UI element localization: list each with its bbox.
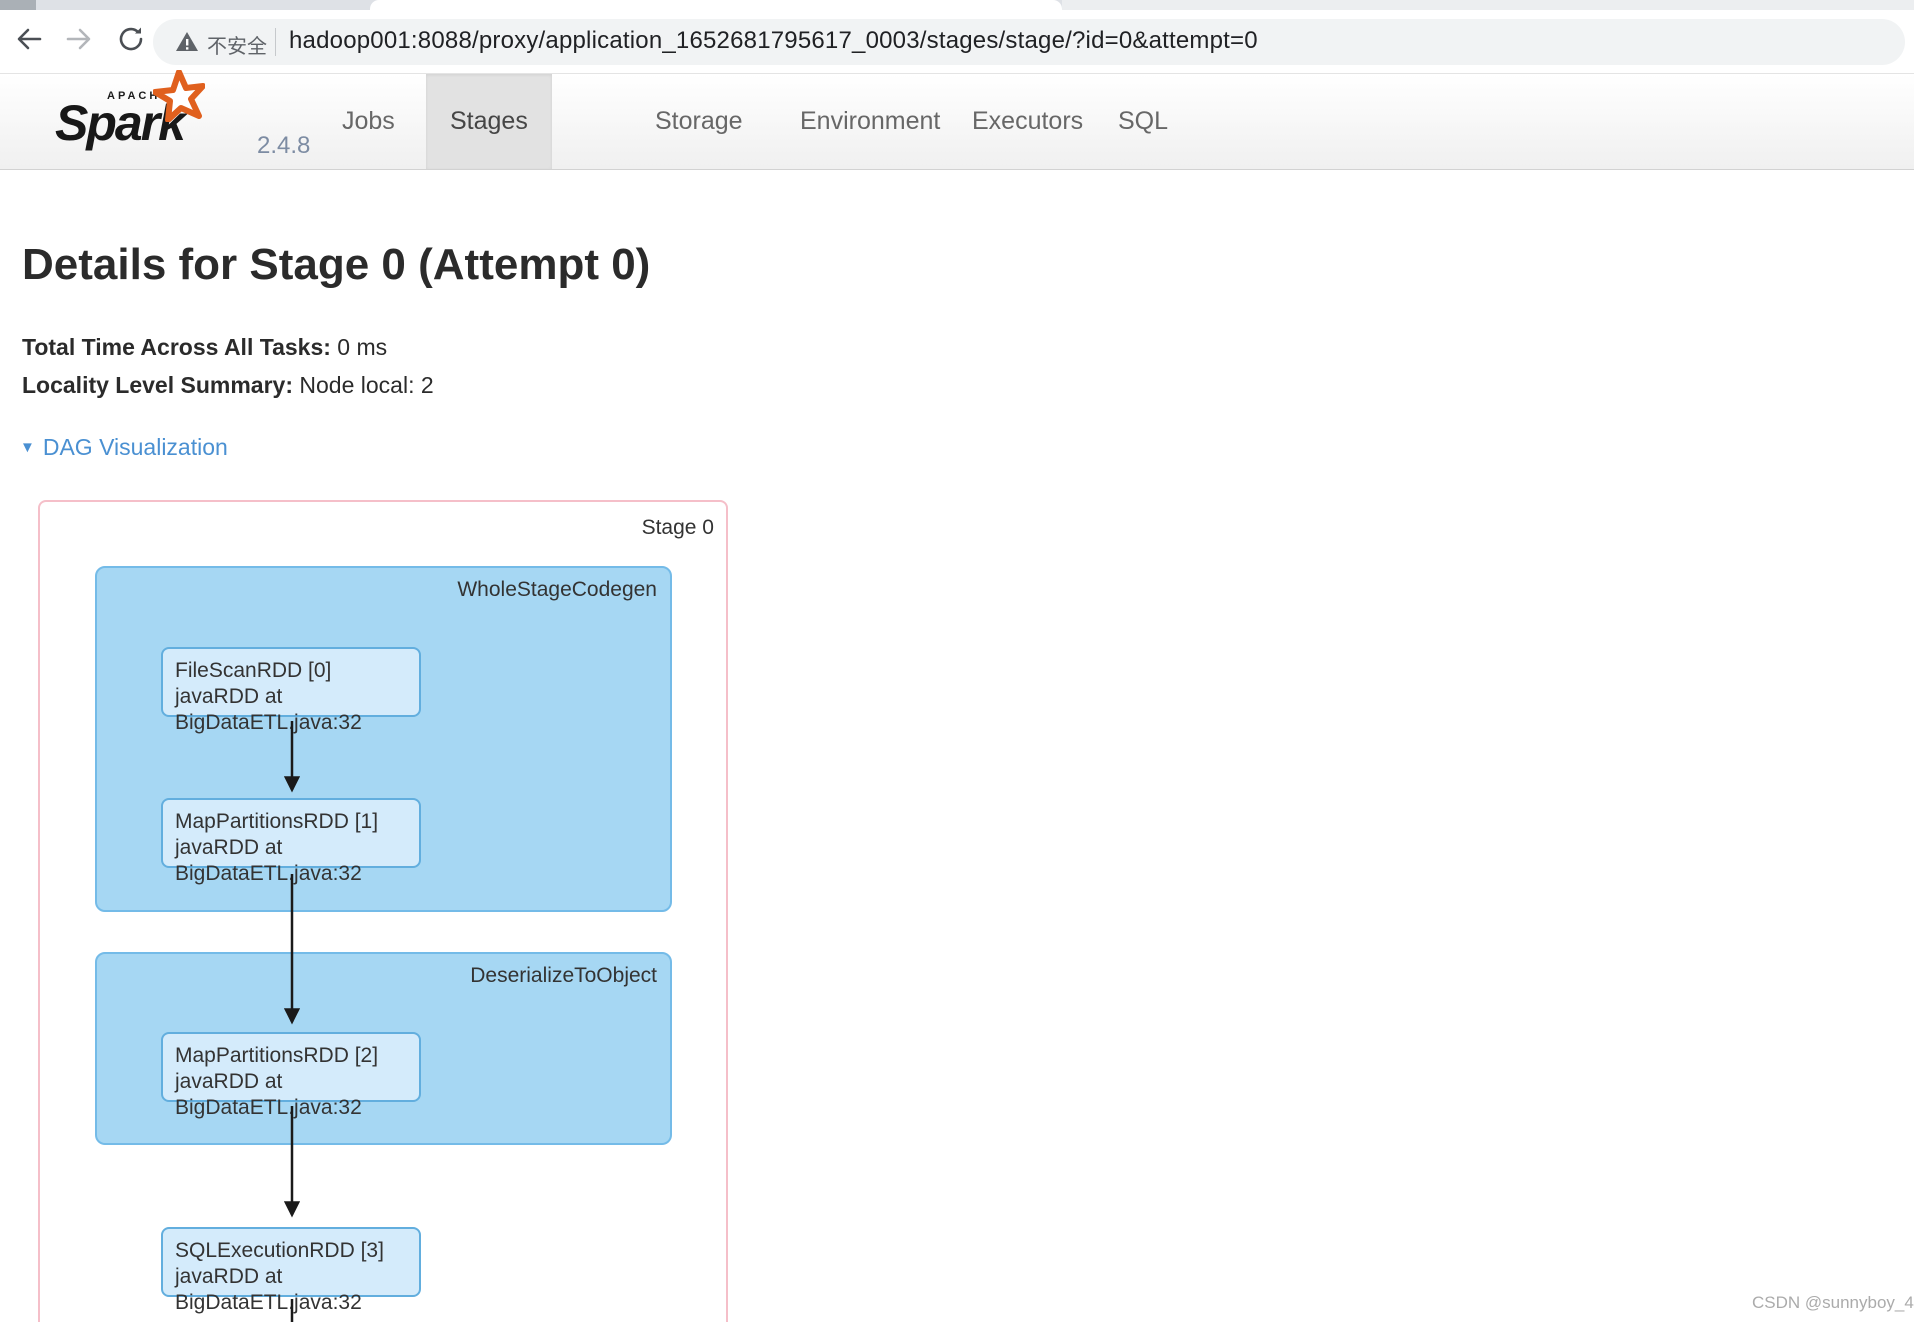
rdd-node-mappartitionsrdd-2[interactable]: MapPartitionsRDD [2] javaRDD at BigDataE… [161, 1032, 421, 1119]
rdd-node-filescanrdd-0[interactable]: FileScanRDD [0] javaRDD at BigDataETL.ja… [161, 647, 421, 734]
rdd-callsite: javaRDD at BigDataETL.java:32 [175, 685, 362, 734]
window-edge [0, 0, 36, 10]
security-warning-text[interactable]: 不安全 [207, 36, 267, 58]
rdd-node-sqlexecutionrdd-3[interactable]: SQLExecutionRDD [3] javaRDD at BigDataET… [161, 1227, 421, 1314]
forward-icon[interactable] [64, 24, 94, 54]
cluster-wholestagecodegen: WholeStageCodegen FileScanRDD [0] javaRD… [95, 566, 672, 912]
address-divider [275, 28, 276, 56]
back-icon[interactable] [14, 24, 44, 54]
page-title: Details for Stage 0 (Attempt 0) [22, 240, 651, 289]
browser-toolbar: 不安全 hadoop001:8088/proxy/application_165… [0, 10, 1914, 65]
rdd-node-mappartitionsrdd-1[interactable]: MapPartitionsRDD [1] javaRDD at BigDataE… [161, 798, 421, 885]
dag-visualization-toggle[interactable]: ▼ DAG Visualization [20, 434, 228, 461]
spark-wordmark: Spark [55, 95, 186, 151]
cluster-label: DeserializeToObject [470, 964, 657, 987]
locality-label: Locality Level Summary: [22, 372, 293, 398]
tab-sql[interactable]: SQL [1118, 107, 1169, 135]
tab-environment[interactable]: Environment [800, 107, 941, 135]
tab-jobs[interactable]: Jobs [342, 107, 395, 135]
reload-icon[interactable] [116, 24, 146, 54]
rdd-name: FileScanRDD [0] [175, 659, 332, 682]
spark-navbar: APACHE Spark 2.4.8 Jobs Stages Storage E… [0, 69, 1914, 171]
tab-executors[interactable]: Executors [972, 107, 1084, 135]
spark-version: 2.4.8 [257, 132, 311, 159]
stage-label: Stage 0 [641, 516, 714, 539]
tab-storage[interactable]: Storage [655, 107, 743, 135]
spark-star-icon [152, 69, 206, 123]
browser-tab-strip [0, 0, 1914, 10]
security-warning-icon[interactable] [175, 30, 199, 54]
address-bar[interactable]: 不安全 hadoop001:8088/proxy/application_165… [153, 19, 1905, 65]
locality-value: Node local: 2 [299, 372, 434, 398]
cluster-label: WholeStageCodegen [457, 578, 657, 601]
rdd-callsite: javaRDD at BigDataETL.java:32 [175, 836, 362, 885]
watermark: CSDN @sunnyboy_4 [1752, 1293, 1914, 1312]
total-time-label: Total Time Across All Tasks: [22, 334, 331, 360]
rdd-name: SQLExecutionRDD [3] [175, 1239, 384, 1262]
spark-logo[interactable]: APACHE Spark 2.4.8 [55, 69, 315, 171]
rdd-name: MapPartitionsRDD [1] [175, 810, 379, 833]
total-time-stat: Total Time Across All Tasks: 0 ms [22, 334, 387, 361]
rdd-callsite: javaRDD at BigDataETL.java:32 [175, 1070, 362, 1119]
inactive-tab-area [1062, 0, 1914, 10]
dag-toggle-label: DAG Visualization [42, 434, 228, 460]
rdd-callsite: javaRDD at BigDataETL.java:32 [175, 1265, 362, 1314]
active-browser-tab[interactable] [370, 0, 1062, 10]
cluster-deserializetoobject: DeserializeToObject MapPartitionsRDD [2]… [95, 952, 672, 1145]
locality-stat: Locality Level Summary: Node local: 2 [22, 372, 434, 399]
rdd-name: MapPartitionsRDD [2] [175, 1044, 379, 1067]
collapse-arrow-icon: ▼ [20, 439, 35, 456]
stage-dag-box: Stage 0 WholeStageCodegen FileScanRDD [0… [38, 500, 728, 1322]
total-time-value: 0 ms [337, 334, 388, 360]
tab-stages[interactable]: Stages [426, 74, 552, 169]
url-text[interactable]: hadoop001:8088/proxy/application_1652681… [289, 27, 1258, 54]
